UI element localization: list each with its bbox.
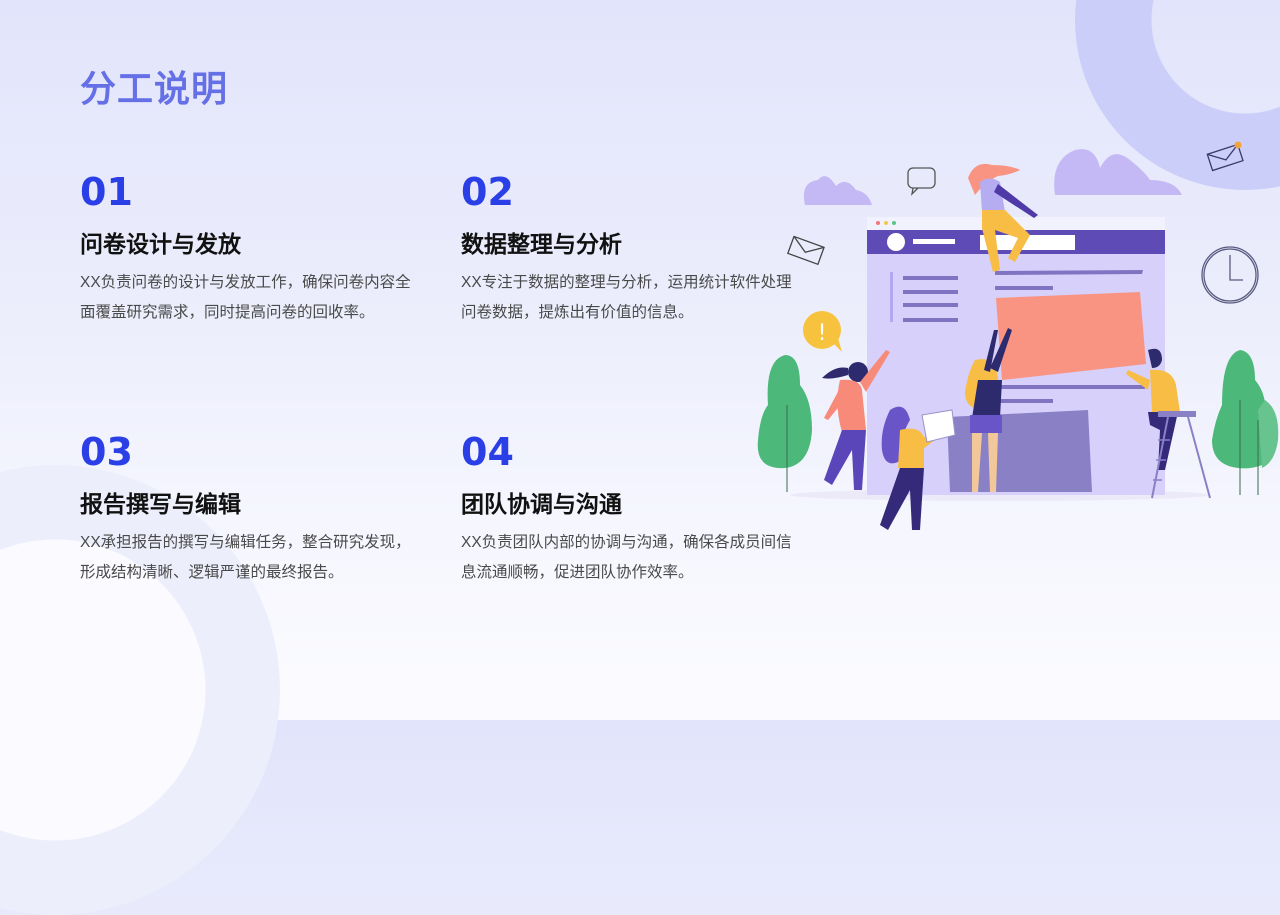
person-sitting: [968, 163, 1038, 272]
team-illustration: !: [757, 141, 1279, 530]
role-item-3: 03 报告撰写与编辑 XX承担报告的撰写与编辑任务，整合研究发现，形成结构清晰、…: [80, 430, 420, 588]
tree-icon: [1212, 350, 1279, 495]
envelope-icon: [786, 235, 825, 266]
item-description: XX专注于数据的整理与分析，运用统计软件处理问卷数据，提炼出有价值的信息。: [461, 274, 792, 321]
tree-icon: [757, 355, 812, 492]
item-number: 01: [80, 170, 133, 214]
item-number: 03: [80, 430, 133, 474]
page-title: 分工说明: [80, 68, 229, 109]
item-number: 04: [461, 430, 514, 474]
svg-text:!: !: [818, 321, 827, 346]
person-pointing: [822, 350, 890, 490]
item-heading: 报告撰写与编辑: [80, 491, 241, 517]
role-item-4: 04 团队协调与沟通 XX负责团队内部的协调与沟通，确保各成员间信息流通顺畅，促…: [461, 430, 801, 588]
envelope-icon: [1206, 143, 1244, 172]
item-description: XX负责团队内部的协调与沟通，确保各成员间信息流通顺畅，促进团队协作效率。: [461, 534, 792, 581]
item-heading: 问卷设计与发放: [80, 231, 241, 257]
role-item-1: 01 问卷设计与发放 XX负责问卷的设计与发放工作，确保问卷内容全面覆盖研究需求…: [80, 170, 420, 328]
item-number: 02: [461, 170, 514, 214]
item-description: XX承担报告的撰写与编辑任务，整合研究发现，形成结构清晰、逻辑严谨的最终报告。: [80, 534, 411, 581]
person-holding-poster: [965, 328, 1012, 492]
person-with-blueprint: [880, 406, 956, 530]
role-item-2: 02 数据整理与分析 XX专注于数据的整理与分析，运用统计软件处理问卷数据，提炼…: [461, 170, 801, 328]
item-description: XX负责问卷的设计与发放工作，确保问卷内容全面覆盖研究需求，同时提高问卷的回收率…: [80, 274, 411, 321]
person-on-ladder: [1126, 348, 1211, 499]
item-heading: 团队协调与沟通: [461, 491, 622, 517]
chat-bubble-icon: [907, 167, 936, 196]
clock-icon: [1201, 246, 1259, 304]
cloud-icon: [803, 149, 1182, 205]
item-heading: 数据整理与分析: [461, 231, 622, 257]
alert-bubble-icon: !: [803, 311, 842, 352]
